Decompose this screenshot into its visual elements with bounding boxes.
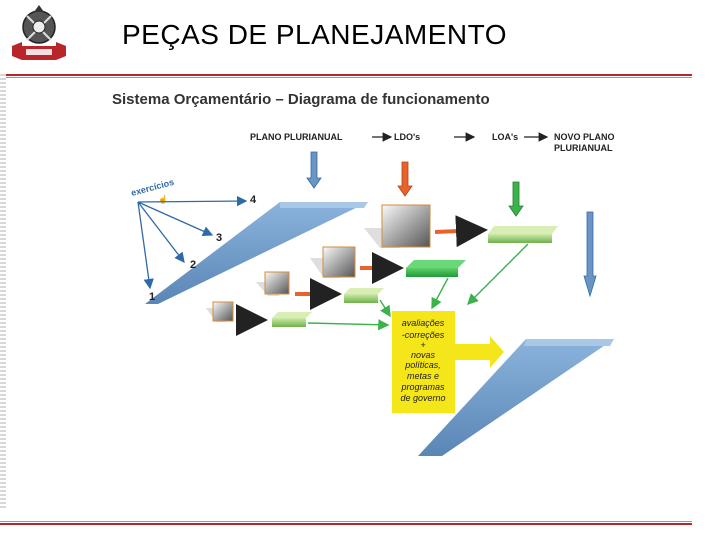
yellow-arrow bbox=[455, 336, 504, 368]
ppa-ramp-top bbox=[280, 202, 368, 208]
box-line-5: políticas, bbox=[404, 360, 441, 370]
stage-loa: LOA's bbox=[492, 132, 518, 142]
fan-arrow-1 bbox=[137, 201, 154, 290]
ldo-box-4 bbox=[381, 204, 431, 248]
institution-logo bbox=[8, 2, 70, 66]
box-line-3: + bbox=[420, 340, 425, 350]
page-title: PEÇAS DE PLANEJAMENTO bbox=[122, 19, 507, 50]
evaluation-box bbox=[392, 311, 455, 413]
box-line-6: metas e bbox=[407, 371, 439, 381]
ldo-box-1 bbox=[212, 301, 234, 322]
stage-plurianual: PLURIANUAL bbox=[554, 143, 613, 153]
fan-arrow-4 bbox=[137, 195, 248, 207]
green-arrow-1 bbox=[307, 319, 390, 331]
stage-novo-plano: NOVO PLANO bbox=[554, 132, 615, 142]
new-ppa-ramp-top bbox=[524, 339, 614, 346]
stage-ppa: PLANO PLURIANUAL bbox=[250, 132, 343, 142]
box-line-2: -correções bbox=[402, 330, 445, 340]
novo-plano-down-arrow bbox=[583, 211, 597, 298]
exercicios-label: exercícios bbox=[130, 177, 175, 198]
box-line-4: novas bbox=[411, 350, 436, 360]
exercise-number-1: 1 bbox=[149, 291, 155, 303]
loa-slab-2 bbox=[344, 294, 378, 303]
loa-slab-1-top bbox=[272, 312, 312, 318]
ldo-box-2 bbox=[264, 271, 290, 295]
box-line-8: de governo bbox=[400, 393, 445, 403]
loa-slab-4 bbox=[488, 234, 552, 243]
ldo-down-arrow bbox=[397, 161, 413, 197]
loa-slab-4-top bbox=[488, 226, 558, 234]
box-line-1: avaliações bbox=[402, 318, 445, 328]
stage-ldo: LDO's bbox=[394, 132, 420, 142]
ppa-down-arrow bbox=[306, 151, 322, 189]
loa-down-arrow bbox=[508, 181, 524, 217]
loa-slab-1 bbox=[272, 318, 306, 327]
exercise-number-4: 4 bbox=[250, 194, 257, 206]
ldo-box-3 bbox=[322, 246, 356, 278]
footer-divider bbox=[0, 513, 692, 525]
orange-arrow-4 bbox=[434, 215, 488, 248]
green-arrow-2 bbox=[379, 299, 391, 318]
new-ppa-ramp bbox=[418, 339, 614, 456]
budget-system-diagram: Sistema Orçamentário – Diagrama de funci… bbox=[100, 82, 630, 462]
diagram-title: Sistema Orçamentário – Diagrama de funci… bbox=[112, 91, 490, 108]
green-arrow-3 bbox=[431, 277, 449, 310]
loa-slab-2-top bbox=[344, 288, 384, 294]
header-divider bbox=[0, 66, 692, 78]
loa-slab-3 bbox=[406, 268, 458, 277]
exercise-number-3: 3 bbox=[216, 232, 222, 244]
box-line-7: programas bbox=[400, 382, 445, 392]
ppa-ramp bbox=[145, 202, 368, 304]
left-decor-stripe bbox=[0, 74, 6, 510]
hand-pointer-icon: ☝ bbox=[158, 194, 168, 204]
green-arrow-4 bbox=[467, 243, 529, 305]
fan-arrow-2 bbox=[137, 201, 185, 264]
loa-slab-3-top bbox=[406, 260, 466, 268]
exercise-number-2: 2 bbox=[190, 259, 196, 271]
fan-arrow-3 bbox=[137, 201, 214, 237]
